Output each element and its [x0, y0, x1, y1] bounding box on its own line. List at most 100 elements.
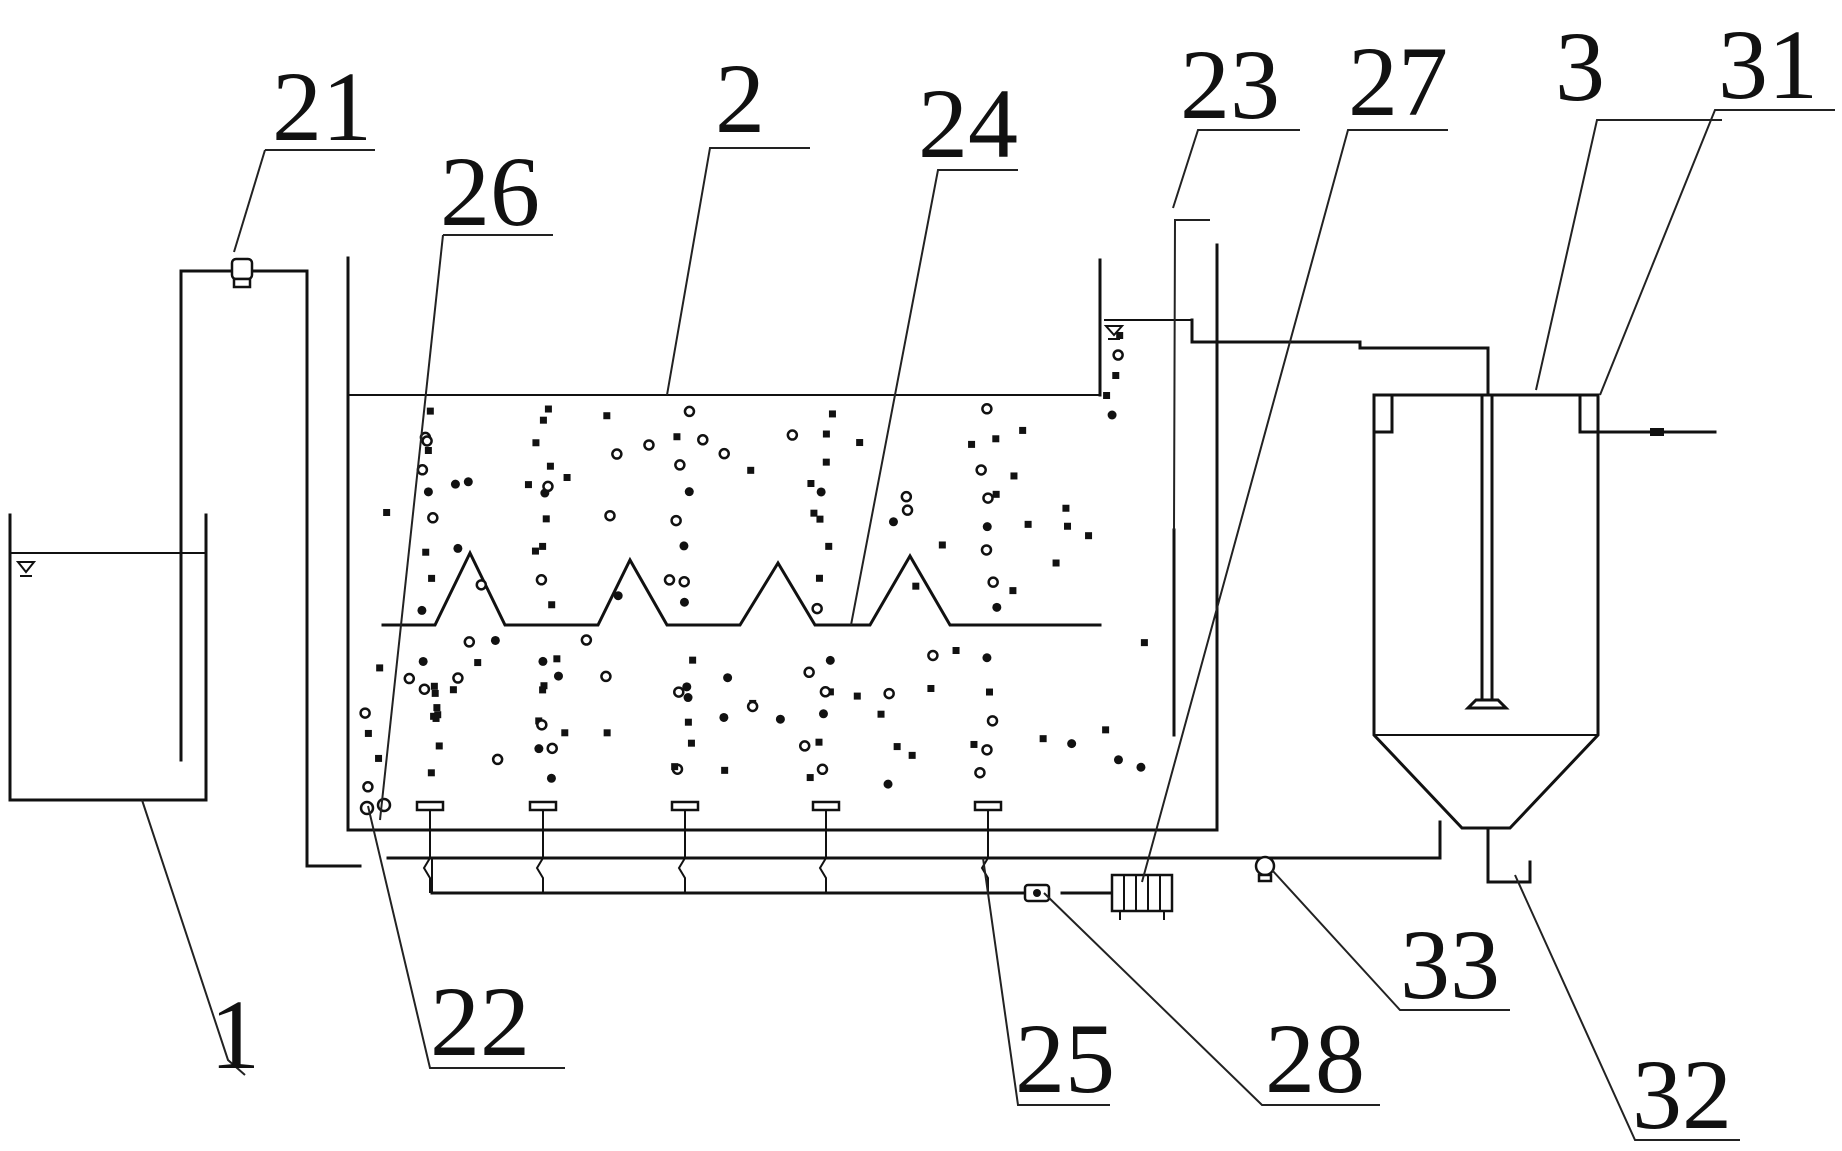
bubble	[810, 509, 818, 517]
bubble	[985, 688, 993, 696]
bubble	[697, 433, 709, 446]
bubble	[603, 412, 611, 420]
bubble	[816, 487, 826, 497]
bubble	[539, 416, 547, 424]
bubble	[539, 542, 547, 550]
label-21: 21	[272, 51, 372, 162]
bubble	[975, 464, 987, 476]
bubble	[538, 656, 548, 666]
bubble	[536, 719, 548, 731]
bubble	[970, 740, 978, 748]
bubble	[982, 492, 994, 504]
feed-tank	[8, 513, 208, 802]
bubble	[423, 487, 433, 497]
bubble	[818, 709, 828, 719]
bubble	[683, 405, 696, 418]
feed-pipe	[179, 257, 362, 868]
bubble	[563, 474, 571, 482]
label-23: 23	[1180, 29, 1280, 140]
label-31: 31	[1718, 9, 1818, 120]
diffusers	[359, 797, 1003, 893]
bubble	[603, 729, 611, 737]
bubble	[359, 707, 371, 719]
bubble	[1009, 587, 1017, 595]
overflow-pipe	[1190, 318, 1490, 394]
label-3: 3	[1555, 11, 1605, 122]
bubble	[901, 504, 914, 516]
bubble	[663, 574, 676, 586]
bubble	[544, 405, 552, 413]
bubble	[877, 710, 885, 718]
bubble	[1085, 532, 1093, 540]
bubble	[723, 673, 733, 683]
bubble	[815, 738, 823, 746]
bubble	[424, 446, 432, 454]
bubble	[532, 439, 540, 447]
bubble	[553, 671, 563, 681]
bubble	[474, 659, 482, 667]
bubble	[828, 410, 836, 418]
bubble	[1064, 522, 1072, 530]
bubble	[987, 576, 999, 588]
bubble	[1116, 332, 1124, 339]
bubble	[674, 459, 686, 471]
bubble	[825, 542, 833, 550]
bubble	[684, 718, 692, 726]
bubble	[952, 647, 960, 655]
bubble	[435, 742, 443, 750]
bubble	[689, 656, 697, 664]
label-28: 28	[1265, 1003, 1365, 1114]
bubble	[546, 462, 554, 470]
bubble	[475, 579, 488, 591]
bubble	[1107, 410, 1117, 420]
bubble	[893, 743, 901, 751]
bubble	[449, 686, 457, 694]
bubble	[433, 704, 441, 712]
bubble	[546, 742, 558, 755]
label-24: 24	[918, 68, 1018, 179]
bubble	[856, 439, 864, 447]
bubble	[682, 682, 692, 692]
diffuser-head	[973, 800, 1003, 812]
bubble	[427, 512, 439, 524]
bubble	[362, 781, 374, 793]
bubble	[819, 686, 832, 698]
bubble	[428, 574, 436, 582]
label-27: 27	[1348, 26, 1448, 137]
diffuser-head	[528, 800, 558, 812]
water-level-symbol	[15, 561, 37, 577]
diffuser-head	[670, 800, 700, 812]
bubble	[383, 508, 391, 516]
diffuser-riser	[677, 810, 686, 893]
diffuser-riser	[818, 810, 827, 893]
bubble	[798, 740, 811, 752]
bubble	[1112, 372, 1120, 379]
bubble	[825, 655, 835, 665]
bubble	[981, 744, 993, 756]
bubble	[883, 779, 893, 789]
bubble	[427, 769, 435, 777]
bubble	[992, 435, 1000, 443]
separator-plate	[381, 549, 1102, 627]
bubble	[670, 514, 682, 527]
bubble	[430, 682, 438, 690]
inlet-nozzle	[359, 800, 375, 816]
bubble	[561, 729, 569, 737]
diffuser-riser	[980, 810, 989, 893]
bubble	[1140, 639, 1148, 647]
bubble	[980, 544, 993, 556]
label-32: 32	[1632, 1039, 1732, 1150]
bubble	[600, 670, 612, 683]
bubble	[431, 689, 439, 697]
bubble	[604, 509, 616, 522]
bubble	[746, 700, 759, 713]
bubble	[613, 591, 623, 601]
bubble	[453, 543, 463, 553]
bubble	[535, 574, 548, 586]
bubble	[673, 686, 685, 698]
diffuser-riser	[535, 810, 544, 893]
bubble	[421, 435, 433, 447]
bubble	[376, 664, 384, 672]
bubble	[883, 687, 895, 700]
